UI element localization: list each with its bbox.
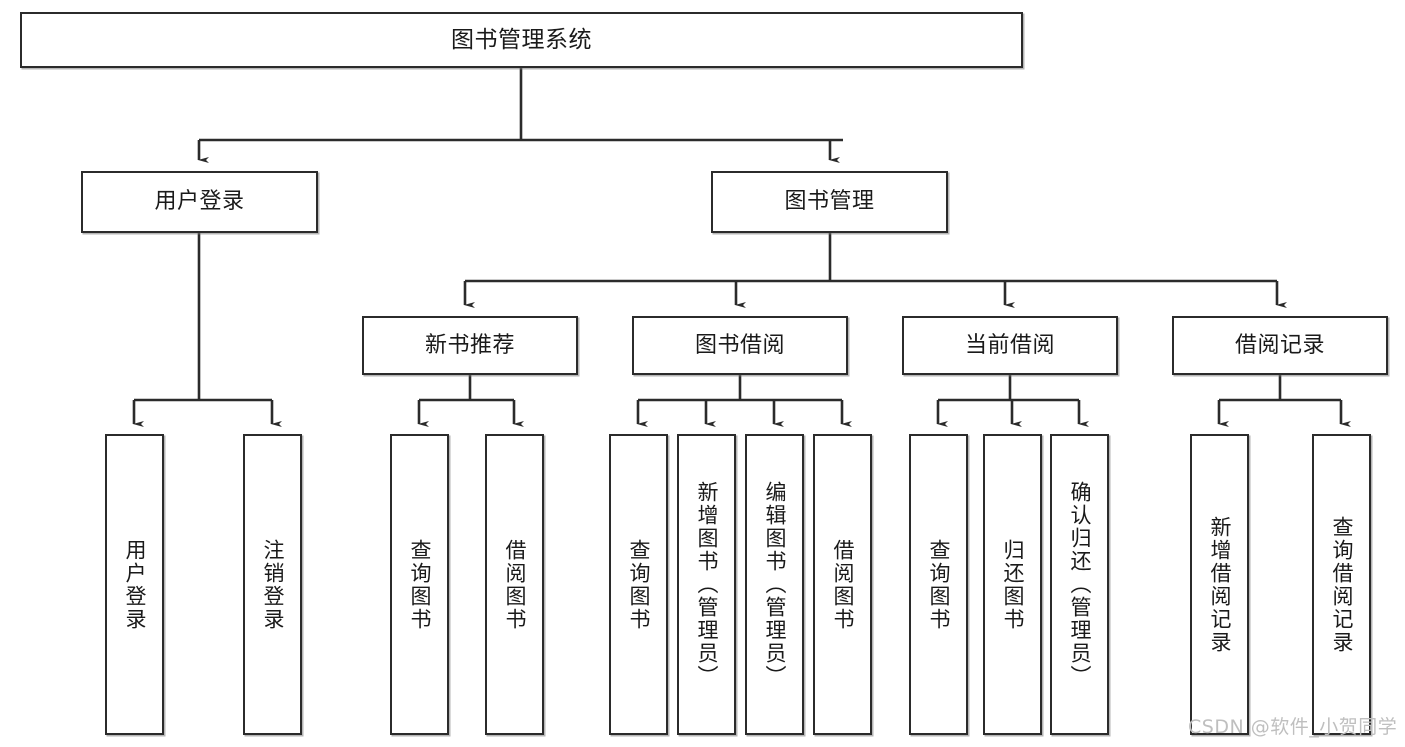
node-leaf-logout[interactable]: 注销登录 — [243, 434, 302, 735]
node-book-manage[interactable]: 图书管理 — [711, 171, 948, 233]
node-current-borrow-label: 当前借阅 — [964, 332, 1055, 358]
node-leaf-add-book[interactable]: 新增图书（管理员） — [677, 434, 736, 735]
node-user-login[interactable]: 用户登录 — [81, 171, 318, 233]
node-borrow-record[interactable]: 借阅记录 — [1172, 316, 1388, 375]
node-leaf-query-book-current-label: 查询图书 — [927, 538, 951, 631]
node-leaf-query-book-borrow[interactable]: 查询图书 — [609, 434, 668, 735]
node-leaf-query-borrow-record-label: 查询借阅记录 — [1330, 515, 1354, 654]
node-book-borrow-label: 图书借阅 — [694, 332, 785, 358]
node-leaf-query-book-current[interactable]: 查询图书 — [909, 434, 968, 735]
node-leaf-return-book[interactable]: 归还图书 — [983, 434, 1042, 735]
node-leaf-borrow-book-new[interactable]: 借阅图书 — [485, 434, 544, 735]
node-leaf-logout-label: 注销登录 — [261, 538, 285, 631]
node-leaf-query-book-new-label: 查询图书 — [408, 538, 432, 631]
node-new-book-recommend-label: 新书推荐 — [424, 332, 515, 358]
node-current-borrow[interactable]: 当前借阅 — [902, 316, 1118, 375]
node-leaf-user-login[interactable]: 用户登录 — [105, 434, 164, 735]
node-leaf-confirm-return-label: 确认归还（管理员） — [1068, 481, 1092, 688]
node-book-borrow[interactable]: 图书借阅 — [632, 316, 848, 375]
node-leaf-return-book-label: 归还图书 — [1001, 538, 1025, 631]
node-leaf-edit-book[interactable]: 编辑图书（管理员） — [745, 434, 804, 735]
node-leaf-borrow-book[interactable]: 借阅图书 — [813, 434, 872, 735]
node-leaf-query-borrow-record[interactable]: 查询借阅记录 — [1312, 434, 1371, 735]
node-leaf-query-book-borrow-label: 查询图书 — [627, 538, 651, 631]
node-leaf-add-borrow-record-label: 新增借阅记录 — [1208, 515, 1232, 654]
node-root-label: 图书管理系统 — [451, 26, 592, 53]
node-user-login-label: 用户登录 — [154, 189, 245, 215]
node-book-manage-label: 图书管理 — [784, 189, 875, 215]
node-leaf-borrow-book-label: 借阅图书 — [831, 538, 855, 631]
node-leaf-add-book-label: 新增图书（管理员） — [695, 481, 719, 688]
node-leaf-edit-book-label: 编辑图书（管理员） — [763, 481, 787, 688]
node-root[interactable]: 图书管理系统 — [20, 12, 1023, 68]
node-new-book-recommend[interactable]: 新书推荐 — [362, 316, 578, 375]
node-leaf-query-book-new[interactable]: 查询图书 — [390, 434, 449, 735]
node-borrow-record-label: 借阅记录 — [1234, 332, 1325, 358]
node-leaf-add-borrow-record[interactable]: 新增借阅记录 — [1190, 434, 1249, 735]
node-leaf-borrow-book-new-label: 借阅图书 — [503, 538, 527, 631]
node-leaf-user-login-label: 用户登录 — [123, 538, 147, 631]
node-leaf-confirm-return[interactable]: 确认归还（管理员） — [1050, 434, 1109, 735]
